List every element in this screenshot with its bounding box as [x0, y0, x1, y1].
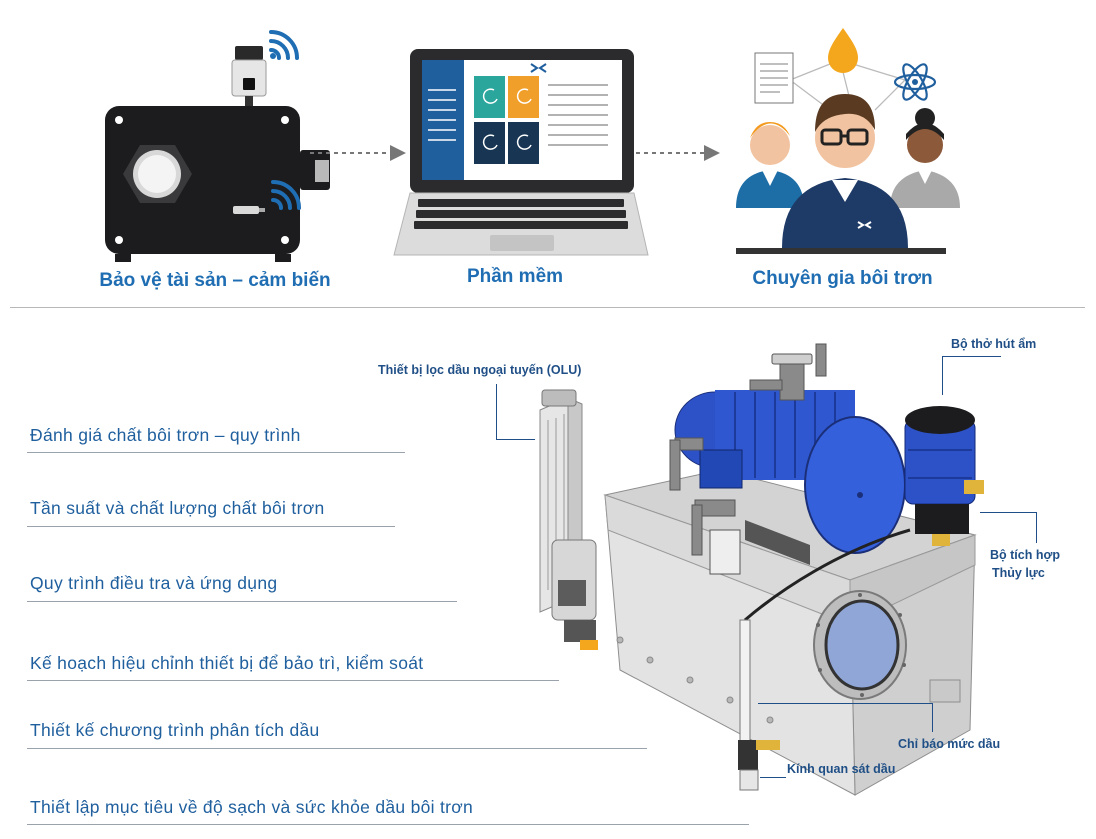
atom-icon — [893, 63, 937, 101]
callout-accumulator-line — [980, 512, 1037, 543]
stage-sensor-label: Bảo vệ tài sản – cảm biến — [99, 270, 331, 291]
laptop-icon — [393, 49, 649, 256]
callout-breather: Bộ thở hút ẩm — [951, 337, 1037, 351]
service-item: Đánh giá chất bôi trơn – quy trình — [30, 425, 301, 445]
service-underline — [27, 680, 559, 681]
hydraulic-unit-icon — [539, 343, 984, 796]
sensor-device-icon — [105, 30, 330, 262]
service-item: Thiết kế chương trình phân tích dầu — [30, 720, 320, 740]
service-underline — [27, 824, 749, 825]
service-item: Quy trình điều tra và ứng dụng — [30, 573, 278, 593]
callout-olu-line — [496, 384, 535, 440]
service-underline — [27, 601, 457, 602]
stage-experts: Chuyên gia bôi trơn — [730, 20, 970, 295]
callout-breather-line — [942, 356, 1001, 395]
service-item: Tần suất và chất lượng chất bôi trơn — [30, 498, 325, 518]
callout-accumulator-2: Thủy lực — [992, 566, 1045, 580]
olu-filter — [539, 389, 598, 650]
pipework — [669, 343, 827, 575]
stage-experts-label: Chuyên gia bôi trơn — [752, 268, 933, 289]
stage-software: Phần mềm — [390, 45, 650, 290]
wifi-icon — [269, 30, 299, 60]
oil-drop-icon — [828, 28, 858, 73]
service-underline — [27, 526, 395, 527]
experts-icon — [736, 28, 960, 254]
callout-level-indicator: Chỉ báo mức dầu — [898, 737, 1001, 751]
stage-sensor: Bảo vệ tài sản – cảm biến — [95, 20, 335, 291]
section-divider — [10, 307, 1085, 308]
dashed-arrow-icon-2 — [636, 145, 720, 161]
service-underline — [27, 748, 647, 749]
callout-sight-glass: Kính quan sát dầu — [787, 762, 896, 776]
document-icon — [754, 52, 794, 104]
sight-window — [813, 590, 907, 700]
service-item: Thiết lập mục tiêu về độ sạch và sức khỏ… — [30, 797, 474, 817]
callout-accumulator-1: Bộ tích hợp — [990, 548, 1060, 562]
callout-sight-line — [760, 777, 786, 779]
callout-olu: Thiết bị lọc dầu ngoại tuyến (OLU) — [378, 363, 582, 377]
breather — [904, 406, 984, 546]
dashed-arrow-icon — [310, 145, 406, 161]
service-item: Kế hoạch hiệu chỉnh thiết bị để bảo trì,… — [30, 653, 424, 673]
callout-level-line — [758, 703, 933, 732]
stage-software-label: Phần mềm — [466, 266, 564, 287]
level-gauge — [738, 619, 780, 791]
service-underline — [27, 452, 405, 453]
